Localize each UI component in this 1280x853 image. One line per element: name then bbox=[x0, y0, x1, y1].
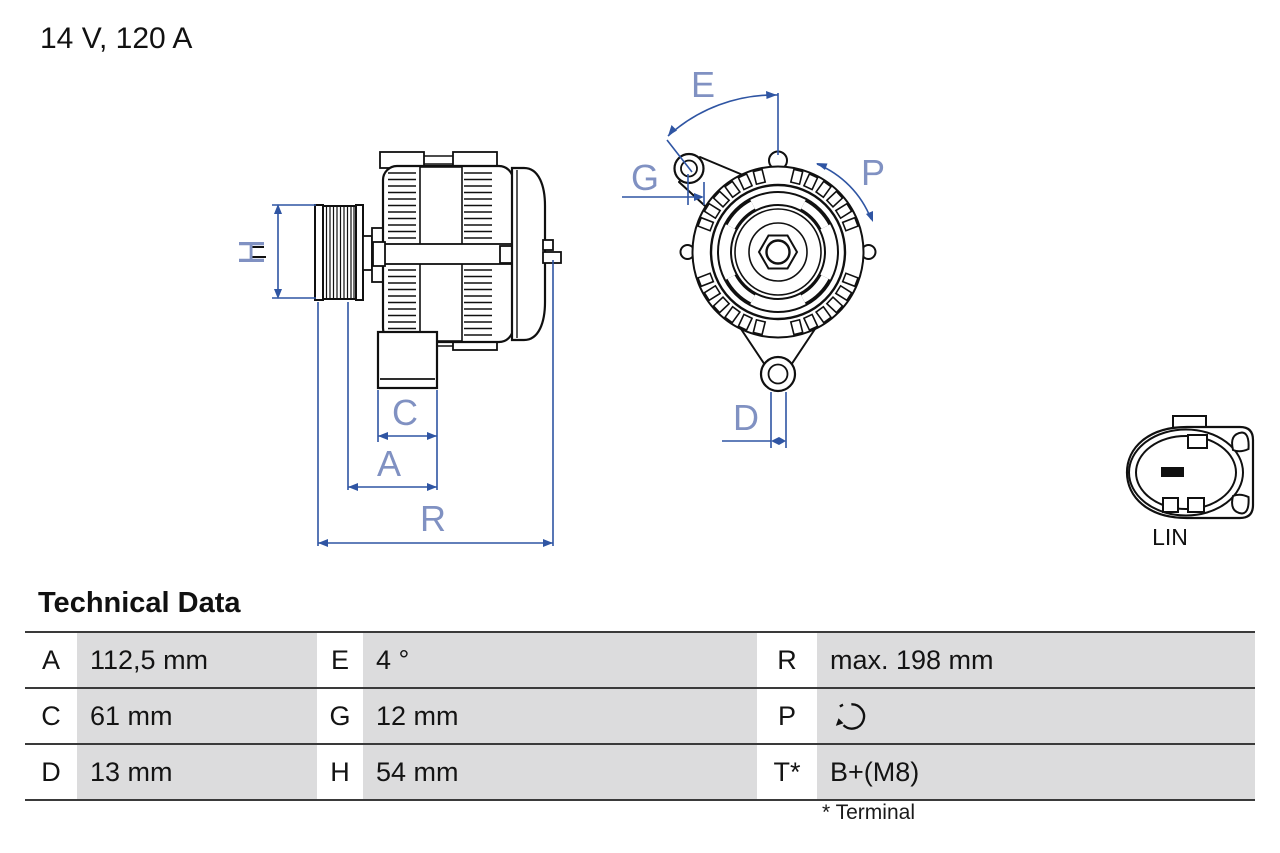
cooling-fins bbox=[388, 172, 492, 336]
shaft-spacer bbox=[362, 235, 373, 271]
rotation-direction-icon bbox=[835, 702, 866, 730]
connector-label: LIN bbox=[1152, 524, 1188, 550]
dim-label-A: A bbox=[377, 443, 401, 484]
spec-key: G bbox=[317, 689, 363, 743]
technical-data-table: A 112,5 mm E 4 ° R max. 198 mm C 61 mm G… bbox=[25, 631, 1255, 801]
spoke-segments bbox=[725, 199, 831, 305]
rear-cover bbox=[510, 166, 547, 342]
spec-value: 54 mm bbox=[363, 745, 757, 799]
spec-key: C bbox=[25, 689, 77, 743]
spec-value: 112,5 mm bbox=[77, 633, 317, 687]
technical-drawing: H C A R bbox=[231, 64, 1255, 550]
shaft-centerline-ticks bbox=[252, 246, 266, 258]
b-plus-terminal-stud bbox=[542, 239, 562, 264]
spec-value: 61 mm bbox=[77, 689, 317, 743]
dim-label-C: C bbox=[392, 392, 418, 433]
spec-value: 13 mm bbox=[77, 745, 317, 799]
dim-label-H: H bbox=[231, 239, 272, 265]
spec-value: B+(M8) bbox=[817, 745, 1255, 799]
spec-key: E bbox=[317, 633, 363, 687]
dim-label-P: P bbox=[861, 152, 885, 193]
connector-key-tab bbox=[1187, 434, 1208, 449]
tie-bolt-band bbox=[382, 243, 513, 265]
dim-label-D: D bbox=[733, 397, 759, 438]
spec-key: A bbox=[25, 633, 77, 687]
mounting-foot bbox=[376, 330, 439, 390]
page-title: 14 V, 120 A bbox=[40, 22, 193, 55]
section-heading: Technical Data bbox=[38, 587, 241, 619]
spec-key: T* bbox=[757, 745, 817, 799]
front-view-drawing: E G P D bbox=[622, 64, 885, 448]
connector-corner-wedge-bottom bbox=[1231, 493, 1250, 515]
connector-pin bbox=[1161, 467, 1184, 477]
dimension-annotations-front: E G P D bbox=[622, 64, 885, 448]
spec-key: H bbox=[317, 745, 363, 799]
spec-key: P bbox=[757, 689, 817, 743]
rotation-value-cell bbox=[817, 689, 1255, 743]
dimension-annotations-side: H C A R bbox=[231, 204, 554, 547]
spec-value: 12 mm bbox=[363, 689, 757, 743]
vent-teeth bbox=[696, 168, 860, 336]
table-row: A 112,5 mm E 4 ° R max. 198 mm bbox=[25, 631, 1255, 687]
spec-value: max. 198 mm bbox=[817, 633, 1255, 687]
side-view-drawing: H C A R bbox=[231, 151, 562, 547]
connector-diagram: LIN bbox=[1125, 415, 1255, 550]
dim-label-R: R bbox=[420, 498, 446, 539]
spec-key: D bbox=[25, 745, 77, 799]
table-row: D 13 mm H 54 mm T* B+(M8) bbox=[25, 743, 1255, 799]
dim-label-G: G bbox=[631, 157, 659, 198]
terminal-footnote: * Terminal bbox=[822, 801, 915, 824]
dim-label-E: E bbox=[691, 64, 715, 105]
spec-key: R bbox=[757, 633, 817, 687]
table-row: C 61 mm G 12 mm P bbox=[25, 687, 1255, 743]
bottom-mounting-bracket bbox=[740, 328, 816, 393]
spec-value: 4 ° bbox=[363, 633, 757, 687]
connector-corner-wedge-top bbox=[1231, 431, 1250, 453]
